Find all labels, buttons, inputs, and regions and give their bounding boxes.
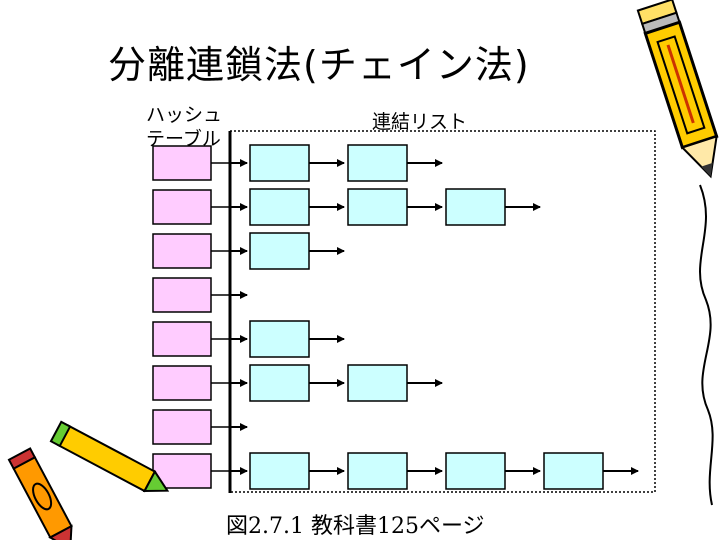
hash-slot [152,409,212,445]
list-node [249,452,310,490]
list-node [249,188,310,226]
linked-list-label: 連結リスト [372,111,468,133]
hash-table-label: ハッシュ テーブル [146,103,222,151]
crayons-icon [7,420,170,540]
figure-caption: 図2.7.1 教科書125ページ [226,514,485,539]
list-node [249,320,310,358]
hash-slot [152,145,212,181]
hash-slot [152,189,212,225]
list-node [347,188,408,226]
hash-slot [152,233,212,269]
hash-table-label-line2: テーブル [146,128,221,150]
list-node [543,452,604,490]
hash-table-slots [152,145,248,489]
list-node [249,144,310,182]
list-node [445,188,506,226]
list-node [249,364,310,402]
slide-title: 分離連鎖法(チェイン法) [108,43,530,87]
bucket-frame [229,130,656,493]
swirl-line [699,184,714,506]
list-node [347,452,408,490]
list-node [347,144,408,182]
hash-slot [152,277,212,313]
linked-list-chains [249,144,639,490]
hash-slot [152,365,212,401]
hash-table-label-line1: ハッシュ [146,104,223,126]
list-node [347,364,408,402]
pencil-icon [636,0,719,179]
list-node [445,452,506,490]
hash-slot [152,321,212,357]
list-node [249,232,310,270]
